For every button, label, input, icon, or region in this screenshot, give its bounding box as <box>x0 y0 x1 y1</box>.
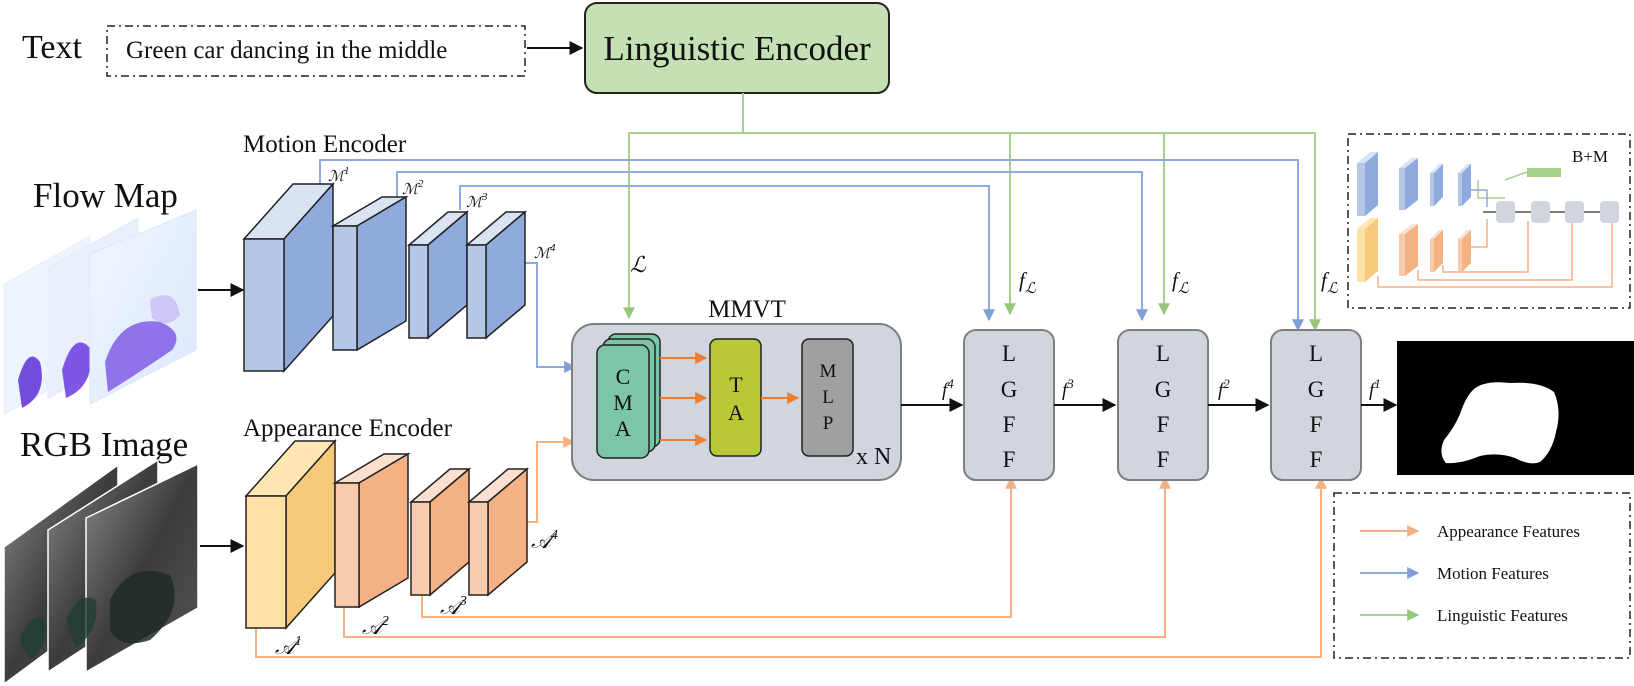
appearance-feature-3: 𝒜3 <box>440 594 467 619</box>
f-lang-label-1: fℒ <box>1019 268 1037 297</box>
f3-label: f3 <box>1062 376 1074 401</box>
ta-letter-a: A <box>728 400 744 425</box>
appearance-feature-lines <box>255 436 1327 658</box>
lgff3-letter-f1: F <box>1310 412 1323 437</box>
lgff3-letter-f2: F <box>1310 447 1323 472</box>
flow-map-label: Flow Map <box>33 176 178 215</box>
cma-letter-a: A <box>615 416 631 441</box>
lgff2-letter-f2: F <box>1157 447 1170 472</box>
mmvt-repeat: x N <box>856 444 891 470</box>
lgff1-letter-l: L <box>1002 341 1016 366</box>
inset-label: B+M <box>1572 147 1608 166</box>
inset-motion-blocks <box>1357 152 1471 216</box>
rgb-image-label: RGB Image <box>20 425 188 464</box>
f4-label: f4 <box>942 376 954 401</box>
lgff1-letter-g: G <box>1001 377 1018 402</box>
ta-block <box>709 338 762 457</box>
inset-box <box>1347 133 1631 309</box>
appearance-feature-2: 𝒜2 <box>362 614 389 639</box>
lgff3-letter-g: G <box>1308 377 1325 402</box>
f2-label: f2 <box>1218 376 1230 401</box>
inset-lines <box>1377 168 1619 288</box>
lgff1-letter-f2: F <box>1003 447 1016 472</box>
linguistic-encoder-label: Linguistic Encoder <box>603 29 871 68</box>
output-mask-shape <box>1441 382 1559 464</box>
mlp-block <box>801 338 854 457</box>
cma-letter-m: M <box>613 390 633 415</box>
motion-feature-lines <box>319 159 1304 373</box>
text-input-sentence: Green car dancing in the middle <box>126 37 447 64</box>
f-lang-label-3: fℒ <box>1321 268 1339 297</box>
appearance-feature-4: 𝒜4 <box>531 528 558 553</box>
lgff2-letter-g: G <box>1155 377 1172 402</box>
cma-block <box>596 333 661 459</box>
linguistic-feature-lines <box>623 93 1321 332</box>
motion-encoder-label: Motion Encoder <box>243 131 407 158</box>
lgff2-letter-f1: F <box>1157 412 1170 437</box>
mmvt-title: MMVT <box>708 296 786 323</box>
appearance-feature-1: 𝒜1 <box>275 634 302 659</box>
lgff1-letter-f1: F <box>1003 412 1016 437</box>
legend-box <box>1333 492 1631 659</box>
inset-appearance-blocks <box>1357 218 1471 282</box>
mlp-letter-l: L <box>822 387 834 408</box>
linguistic-feature-label: ℒ <box>630 252 647 277</box>
motion-feature-4: ℳ4 <box>534 242 556 262</box>
legend-appearance-label: Appearance Features <box>1437 522 1580 541</box>
linguistic-encoder-box <box>584 2 890 94</box>
motion-encoder-blocks <box>242 182 528 373</box>
lgff3-letter-l: L <box>1309 341 1323 366</box>
cma-letter-c: C <box>616 364 631 389</box>
ta-letter-t: T <box>729 372 743 397</box>
motion-feature-2: ℳ2 <box>402 178 424 198</box>
flow-map-images <box>3 209 197 415</box>
f-lang-label-2: fℒ <box>1172 268 1190 297</box>
appearance-encoder-label: Appearance Encoder <box>243 415 453 442</box>
appearance-encoder-blocks <box>244 439 530 630</box>
f1-label: f1 <box>1369 376 1381 401</box>
mlp-letter-p: P <box>823 413 834 434</box>
lgff2-letter-l: L <box>1156 341 1170 366</box>
text-input-label: Text <box>22 29 82 66</box>
motion-feature-1: ℳ1 <box>328 165 350 185</box>
rgb-images <box>3 458 199 686</box>
cma-to-ta-arrows <box>660 352 708 446</box>
motion-feature-3: ℳ3 <box>466 191 488 211</box>
mlp-letter-m: M <box>820 361 837 382</box>
legend-motion-label: Motion Features <box>1437 564 1549 583</box>
legend-linguistic-label: Linguistic Features <box>1437 606 1568 625</box>
legend: Appearance Features Motion Features Ling… <box>1360 522 1580 625</box>
